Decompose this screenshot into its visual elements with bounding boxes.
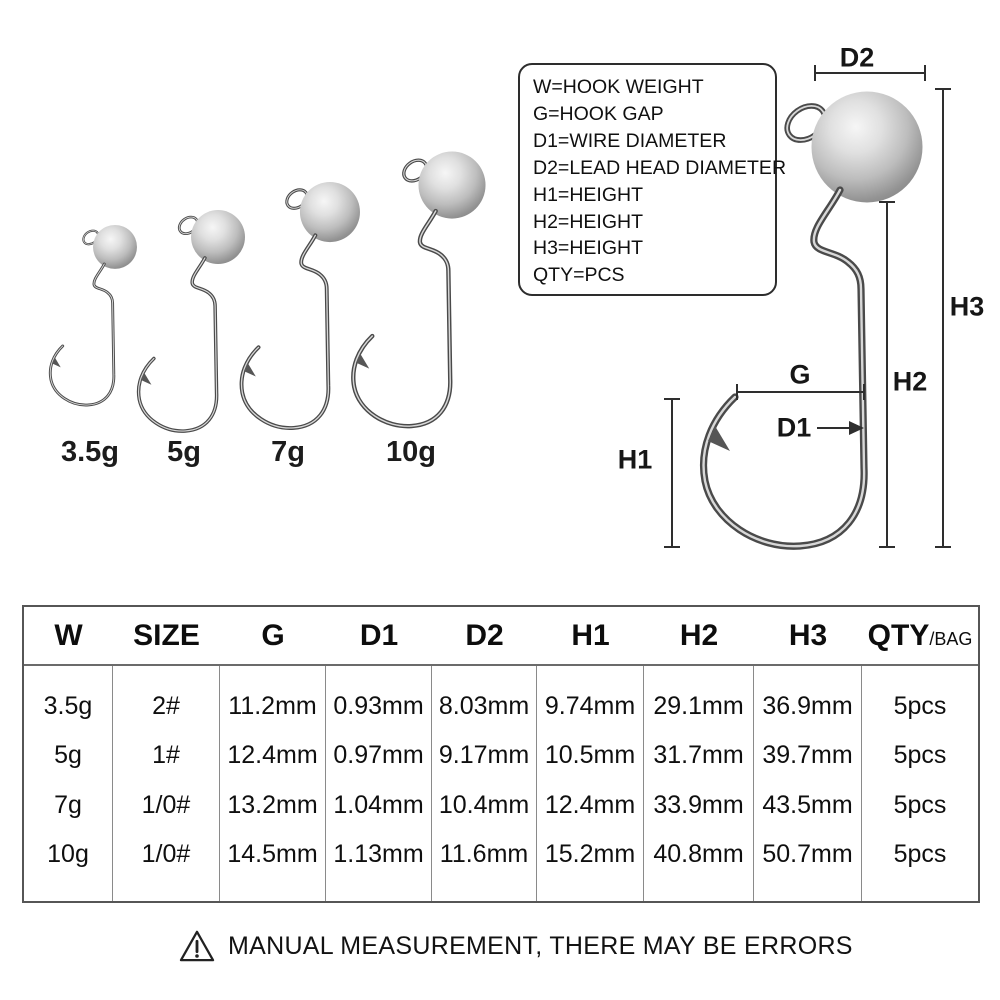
spec-col-size: 2# 1# 1/0# 1/0# [113, 666, 220, 901]
spec-cell: 40.8mm [653, 839, 744, 868]
col-header-g: G [261, 618, 285, 652]
spec-cell: 14.5mm [227, 839, 318, 868]
col-header-h3: H3 [788, 618, 828, 652]
spec-cell: 1.13mm [333, 839, 424, 868]
spec-col-h2: 29.1mm 31.7mm 33.9mm 40.8mm [644, 666, 754, 901]
legend-line-qty: QTY=PCS [533, 264, 625, 287]
hook-weight-label-4: 10g [386, 436, 436, 468]
spec-cell: 0.93mm [333, 692, 424, 721]
spec-table-body: 3.5g 5g 7g 10g 2# 1# 1/0# 1/0# 11.2mm 12… [24, 666, 978, 901]
spec-cell: 5g [54, 741, 82, 770]
spec-cell: 36.9mm [762, 692, 853, 721]
hook-weight-label-3: 7g [271, 436, 305, 468]
spec-cell: 5pcs [893, 790, 947, 819]
col-header-w: W [54, 618, 83, 652]
legend-line-d1: D1=WIRE DIAMETER [533, 129, 727, 152]
col-header-size: SIZE [133, 618, 200, 652]
spec-col-h3: 36.9mm 39.7mm 43.5mm 50.7mm [754, 666, 862, 901]
col-header-qty: QTY/BAG [862, 607, 978, 664]
spec-cell: 2# [152, 692, 180, 721]
legend-line-h2: H2=HEIGHT [533, 210, 643, 233]
spec-cell: 11.6mm [439, 839, 529, 868]
spec-table: W SIZE G D1 D2 H1 H2 H3 QTY/BAG 3.5g 5g … [22, 605, 980, 903]
spec-cell: 5pcs [893, 741, 947, 770]
spec-col-d1: 0.93mm 0.97mm 1.04mm 1.13mm [326, 666, 432, 901]
spec-cell: 12.4mm [227, 741, 318, 770]
spec-col-g: 11.2mm 12.4mm 13.2mm 14.5mm [220, 666, 326, 901]
spec-cell: 9.17mm [438, 741, 530, 770]
spec-cell: 5pcs [893, 692, 947, 721]
dimension-label-d1: D1 [776, 412, 812, 443]
spec-cell: 8.03mm [438, 692, 530, 721]
spec-cell: 13.2mm [227, 790, 318, 819]
hook-weight-label-2: 5g [167, 436, 201, 468]
spec-col-h1: 9.74mm 10.5mm 12.4mm 15.2mm [537, 666, 644, 901]
jig-hook-graphic-4 [353, 152, 485, 427]
dimension-label-h2: H2 [892, 366, 928, 397]
spec-cell: 5pcs [893, 839, 947, 868]
spec-cell: 12.4mm [544, 790, 636, 819]
col-header-h1: H1 [571, 618, 610, 652]
spec-cell: 1/0# [141, 839, 191, 868]
dimension-label-g: G [789, 359, 811, 390]
qty-header-text: QTY [867, 618, 930, 652]
footer-disclaimer: MANUAL MEASUREMENT, THERE MAY BE ERRORS [178, 924, 853, 968]
spec-cell: 43.5mm [762, 790, 853, 819]
spec-cell: 39.7mm [762, 741, 853, 770]
jig-hooks-row-graphic [48, 120, 520, 433]
jig-hook-diagram [704, 92, 923, 547]
legend-line-d2: D2=LEAD HEAD DIAMETER [533, 156, 787, 179]
spec-cell: 7g [54, 790, 82, 819]
spec-cell: 1.04mm [333, 790, 424, 819]
spec-col-w: 3.5g 5g 7g 10g [24, 666, 113, 901]
warning-triangle-icon [179, 930, 215, 962]
spec-cell: 0.97mm [333, 741, 424, 770]
spec-cell: 10g [47, 839, 89, 868]
spec-cell: 10.4mm [438, 790, 530, 819]
jig-hook-graphic-2 [136, 208, 247, 433]
spec-cell: 33.9mm [653, 790, 744, 819]
jig-hook-graphic-3 [239, 180, 362, 430]
spec-cell: 3.5g [43, 692, 93, 721]
spec-cell: 1# [152, 741, 180, 770]
col-header-d1: D1 [359, 618, 399, 652]
spec-cell: 15.2mm [544, 839, 636, 868]
spec-cell: 9.74mm [544, 692, 636, 721]
legend-line-g: G=HOOK GAP [533, 102, 664, 125]
legend-line-w: W=HOOK WEIGHT [533, 76, 704, 98]
spec-cell: 31.7mm [653, 741, 744, 770]
legend-line-h3: H3=HEIGHT [533, 237, 643, 260]
spec-table-header-row: W SIZE G D1 D2 H1 H2 H3 QTY/BAG [24, 607, 978, 666]
spec-cell: 10.5mm [544, 741, 636, 770]
dimension-label-h1: H1 [617, 444, 653, 475]
col-header-h2: H2 [679, 618, 719, 652]
d1-arrowhead-icon [849, 421, 864, 435]
dimension-label-d2: D2 [839, 42, 875, 73]
spec-cell: 1/0# [141, 790, 191, 819]
qty-header-suffix: /BAG [929, 629, 973, 649]
legend-box: W=HOOK WEIGHT G=HOOK GAP D1=WIRE DIAMETE… [518, 63, 787, 296]
dimension-diagram-graphic [664, 65, 951, 590]
spec-cell: 50.7mm [762, 839, 853, 868]
dimension-label-h3: H3 [949, 291, 985, 322]
spec-col-d2: 8.03mm 9.17mm 10.4mm 11.6mm [432, 666, 537, 901]
col-header-d2: D2 [465, 618, 504, 652]
spec-col-qty: 5pcs 5pcs 5pcs 5pcs [862, 666, 978, 901]
spec-cell: 11.2mm [228, 692, 317, 721]
jig-hook-graphic-1 [48, 223, 139, 407]
disclaimer-text: MANUAL MEASUREMENT, THERE MAY BE ERRORS [228, 931, 853, 960]
dimension-lines [664, 65, 951, 548]
legend-line-h1: H1=HEIGHT [533, 183, 643, 206]
spec-cell: 29.1mm [653, 692, 744, 721]
hook-weight-label-1: 3.5g [60, 436, 120, 468]
